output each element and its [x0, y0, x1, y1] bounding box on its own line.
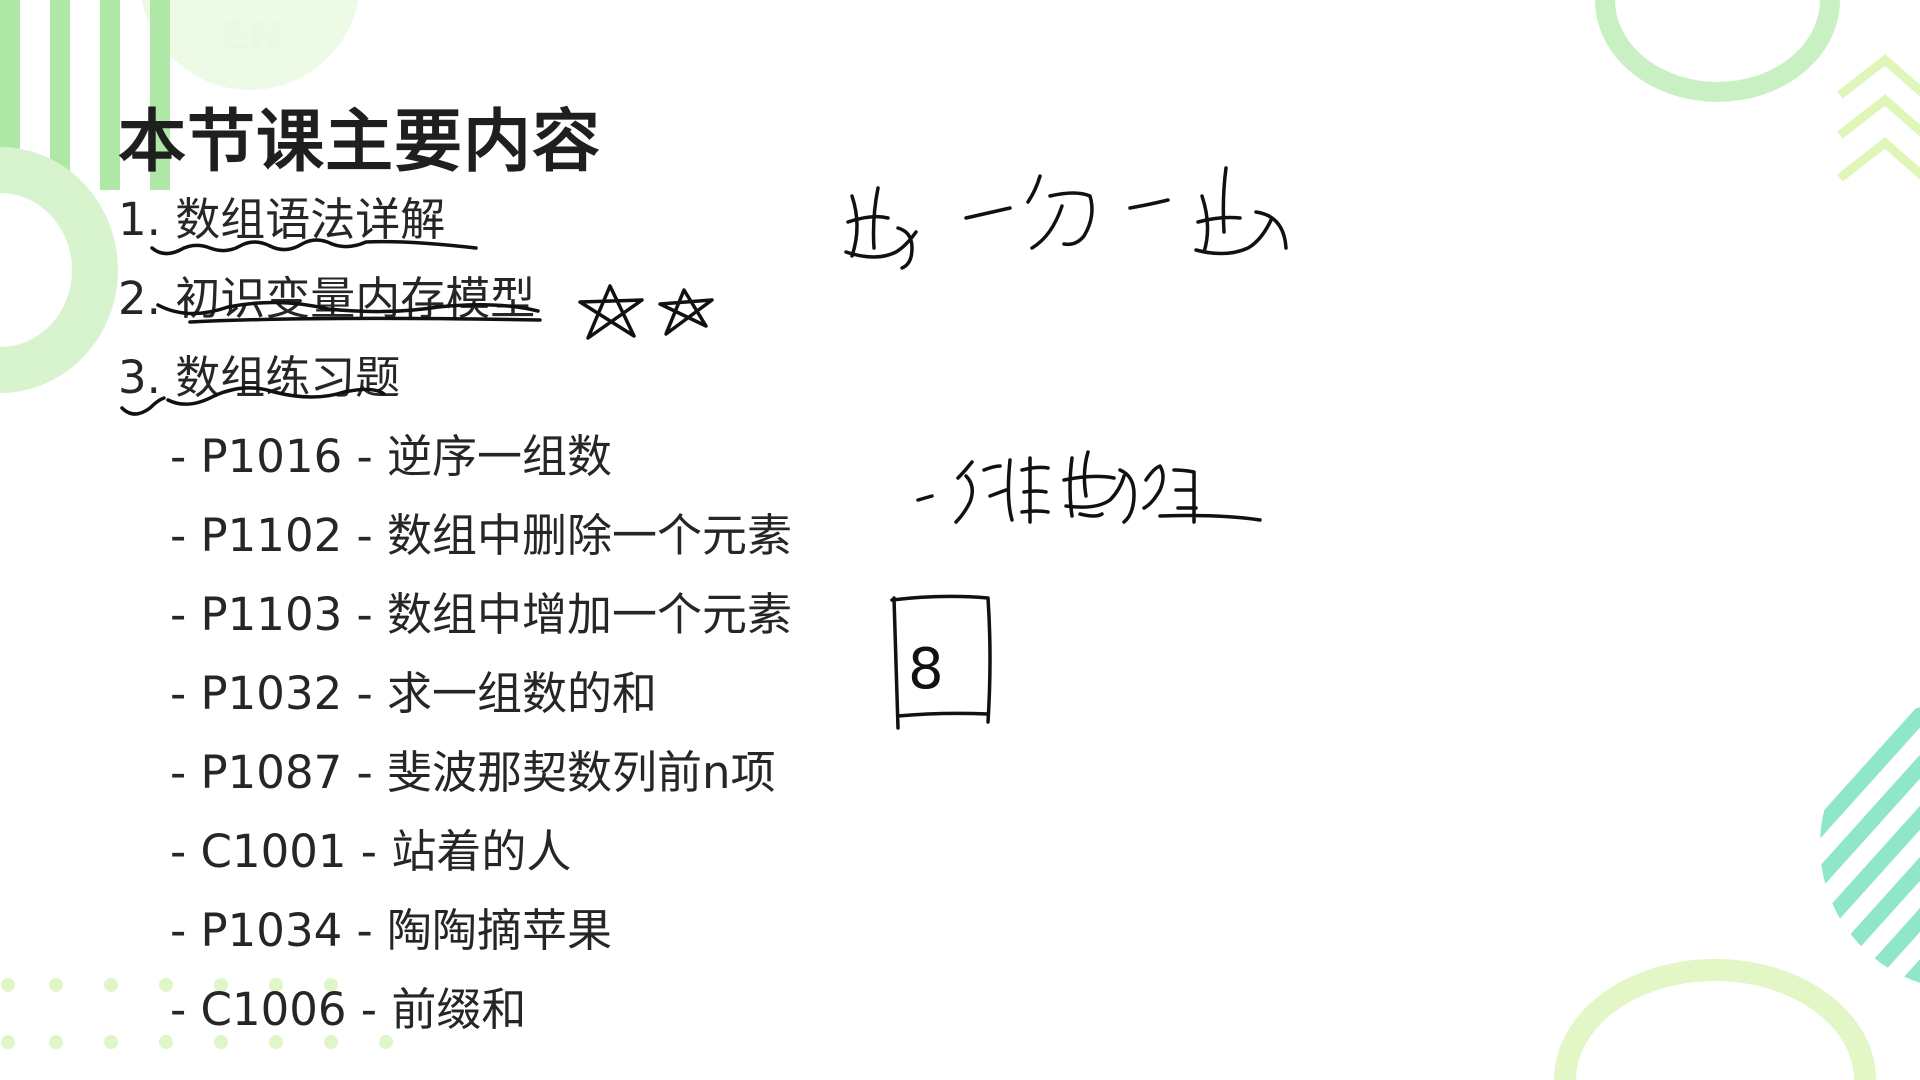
list-item: - P1032 - 求一组数的和 — [170, 667, 658, 720]
array-box — [890, 594, 992, 730]
decor-ring-left — [0, 147, 118, 393]
scribble-dash — [964, 206, 1012, 220]
scribble-word — [1142, 464, 1262, 524]
decor-ring-top-right — [1595, 0, 1840, 103]
scribble-word — [844, 186, 918, 270]
list-item: - C1006 - 前缀和 — [170, 983, 527, 1036]
scribble-word — [954, 456, 1050, 524]
scribble-word — [1026, 174, 1094, 250]
scribble-word — [1194, 166, 1288, 256]
list-item: - P1103 - 数组中增加一个元素 — [170, 588, 793, 641]
list-item: - P1034 - 陶陶摘苹果 — [170, 904, 613, 957]
list-item: 1. 数组语法详解 — [118, 193, 446, 246]
list-item: 3. 数组练习题 — [118, 351, 401, 404]
scribble-dash — [1128, 198, 1170, 210]
scribble-dash — [916, 494, 934, 502]
scribble-word — [1062, 450, 1136, 524]
list-item: - P1016 - 逆序一组数 — [170, 430, 613, 483]
list-item: - C1001 - 站着的人 — [170, 825, 572, 878]
slide-title: 本节课主要内容 — [118, 103, 602, 182]
decor-ring-bottom — [1554, 959, 1876, 1080]
decor-chevrons-right — [1837, 54, 1920, 182]
list-item: - P1102 - 数组中删除一个元素 — [170, 509, 793, 562]
content-list: 1. 数组语法详解 2. 初识变量内存模型 3. 数组练习题 - P1016 -… — [118, 190, 792, 1059]
corner-badge: EN — [222, 14, 283, 60]
list-item: 2. 初识变量内存模型 — [118, 272, 536, 325]
list-item: - P1087 - 斐波那契数列前n项 — [170, 746, 776, 799]
array-value: 8 — [908, 637, 944, 702]
decor-striped-circle — [1820, 700, 1920, 990]
